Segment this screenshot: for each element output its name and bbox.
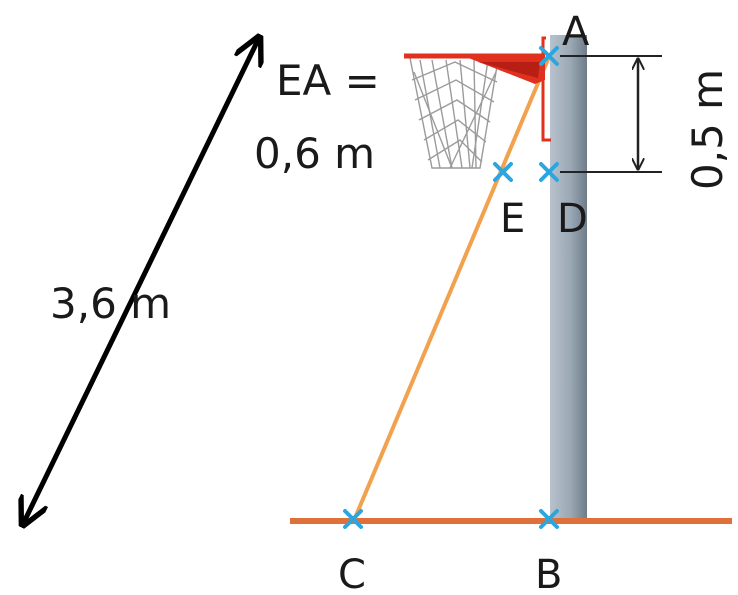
ea-label-line2: 0,6 m <box>254 129 375 178</box>
marker-b <box>539 509 559 529</box>
hypotenuse-length-arrow <box>24 40 258 522</box>
marker-e <box>493 162 513 182</box>
hoop-rim <box>404 53 545 84</box>
point-label-b: B <box>535 552 562 595</box>
point-label-c: C <box>338 552 366 595</box>
point-label-a: A <box>562 9 590 55</box>
point-label-e: E <box>500 196 525 242</box>
marker-a <box>539 46 559 66</box>
basket-net <box>409 57 499 169</box>
hypotenuse-label: 3,6 m <box>50 279 171 328</box>
pole <box>550 35 587 520</box>
ladder <box>353 56 551 519</box>
backboard-bracket <box>541 36 551 142</box>
ea-label-line1: EA = <box>276 56 380 105</box>
marker-c <box>343 509 363 529</box>
marker-d <box>539 162 559 182</box>
point-label-d: D <box>557 196 588 242</box>
ad-length-label: 0,5 m <box>683 69 732 190</box>
